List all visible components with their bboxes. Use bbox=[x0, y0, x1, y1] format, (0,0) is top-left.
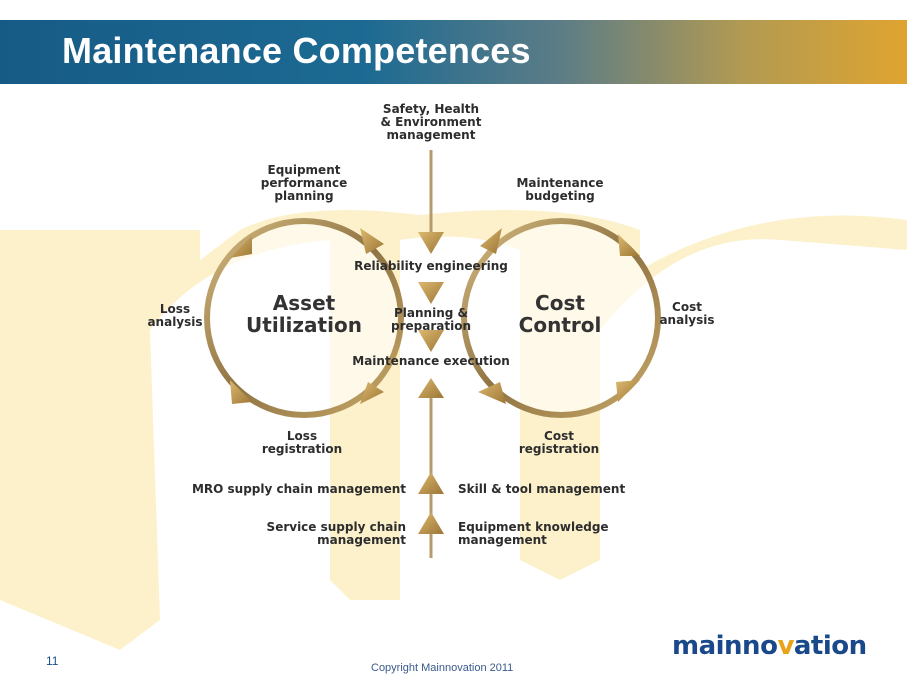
cost-control-label: Cost Control bbox=[518, 291, 602, 337]
arrow-left-ring-4 bbox=[230, 236, 252, 258]
skill-tool-label: Skill & tool management bbox=[458, 482, 626, 496]
center-step-3: Maintenance execution bbox=[352, 354, 510, 368]
center-arrow-1 bbox=[418, 282, 444, 304]
title-bar bbox=[0, 20, 907, 84]
center-step-2: Planning & preparation bbox=[391, 306, 471, 333]
equipment-knowledge-label: Equipment knowledge management bbox=[458, 520, 609, 547]
loss-registration-label: Loss registration bbox=[261, 429, 343, 456]
slide-title: Maintenance Competences bbox=[62, 30, 531, 71]
asset-utilization-label: Asset Utilization bbox=[246, 291, 362, 337]
arrow-right-ring-1 bbox=[480, 228, 502, 254]
arrow-right-ring-3 bbox=[616, 380, 640, 402]
equipment-performance-label: Equipment performance planning bbox=[260, 163, 348, 203]
bottom-arrowhead-top bbox=[418, 378, 444, 398]
bottom-arrowhead-low bbox=[418, 512, 444, 534]
logo-accent: v bbox=[777, 631, 794, 661]
bottom-arrowhead-mid bbox=[418, 472, 444, 494]
top-input-label: Safety, Health & Environment management bbox=[380, 102, 482, 142]
maintenance-budgeting-label: Maintenance budgeting bbox=[516, 176, 604, 203]
top-input-arrowhead bbox=[418, 232, 444, 254]
arrow-left-ring-2 bbox=[360, 382, 384, 404]
arrow-right-ring-2 bbox=[618, 234, 640, 256]
service-supply-chain-label: Service supply chain management bbox=[266, 520, 406, 547]
arrow-left-ring-3 bbox=[230, 380, 252, 404]
cost-registration-label: Cost registration bbox=[518, 429, 600, 456]
cost-analysis-label: Cost analysis bbox=[659, 300, 715, 327]
logo-part-2: ation bbox=[793, 631, 867, 661]
mro-supply-chain-label: MRO supply chain management bbox=[191, 482, 406, 496]
slide-number: 11 bbox=[46, 654, 59, 668]
mainnovation-logo: mainnovation bbox=[672, 631, 867, 661]
copyright-text: Copyright Mainnovation 2011 bbox=[371, 662, 514, 674]
center-arrow-2 bbox=[418, 330, 444, 352]
arrow-right-ring-4 bbox=[478, 382, 506, 404]
logo-part-1: mainno bbox=[672, 631, 778, 661]
arrow-left-ring-1 bbox=[360, 228, 384, 254]
center-step-1: Reliability engineering bbox=[354, 259, 508, 273]
loss-analysis-label: Loss analysis bbox=[147, 302, 203, 329]
cost-control-ring bbox=[461, 218, 661, 418]
asset-utilization-ring bbox=[204, 218, 404, 418]
